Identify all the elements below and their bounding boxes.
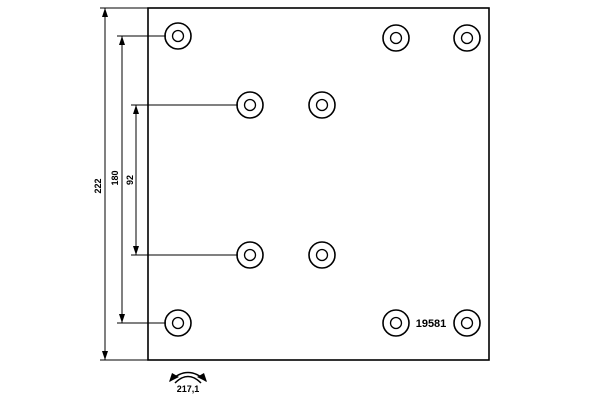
part-number: 19581 bbox=[416, 318, 447, 330]
curvature-symbol: 217,1 bbox=[169, 371, 207, 394]
dimension-label-overall: 222 bbox=[93, 178, 103, 193]
rivet-hole-row3-right bbox=[308, 241, 336, 269]
dimension-overall-length: 222 bbox=[93, 7, 148, 361]
arrow-left-icon bbox=[169, 373, 179, 382]
arrow-down-icon bbox=[102, 351, 108, 360]
rivet-hole-top-right bbox=[453, 24, 481, 52]
arrow-down-icon bbox=[133, 246, 139, 255]
arrow-up-icon bbox=[102, 8, 108, 17]
dimension-inner-hole-span: 92 bbox=[125, 104, 238, 256]
dimension-label-inner-span: 92 bbox=[125, 175, 135, 185]
rivet-hole-bottom-mid-right bbox=[382, 309, 410, 337]
rivet-hole-row2-right bbox=[308, 91, 336, 119]
dimension-label-outer-span: 180 bbox=[110, 170, 120, 185]
brake-lining-plate bbox=[147, 7, 490, 361]
dimension-label-curvature: 217,1 bbox=[177, 384, 200, 394]
arrow-up-icon bbox=[133, 105, 139, 114]
rivet-hole-top-mid-right bbox=[382, 24, 410, 52]
rivet-hole-bottom-right bbox=[453, 309, 481, 337]
arrow-up-icon bbox=[119, 36, 125, 45]
arrow-right-icon bbox=[197, 373, 207, 382]
dimension-outer-hole-span: 180 bbox=[110, 35, 166, 324]
curvature-inner-arc bbox=[174, 375, 202, 384]
arrow-down-icon bbox=[119, 314, 125, 323]
